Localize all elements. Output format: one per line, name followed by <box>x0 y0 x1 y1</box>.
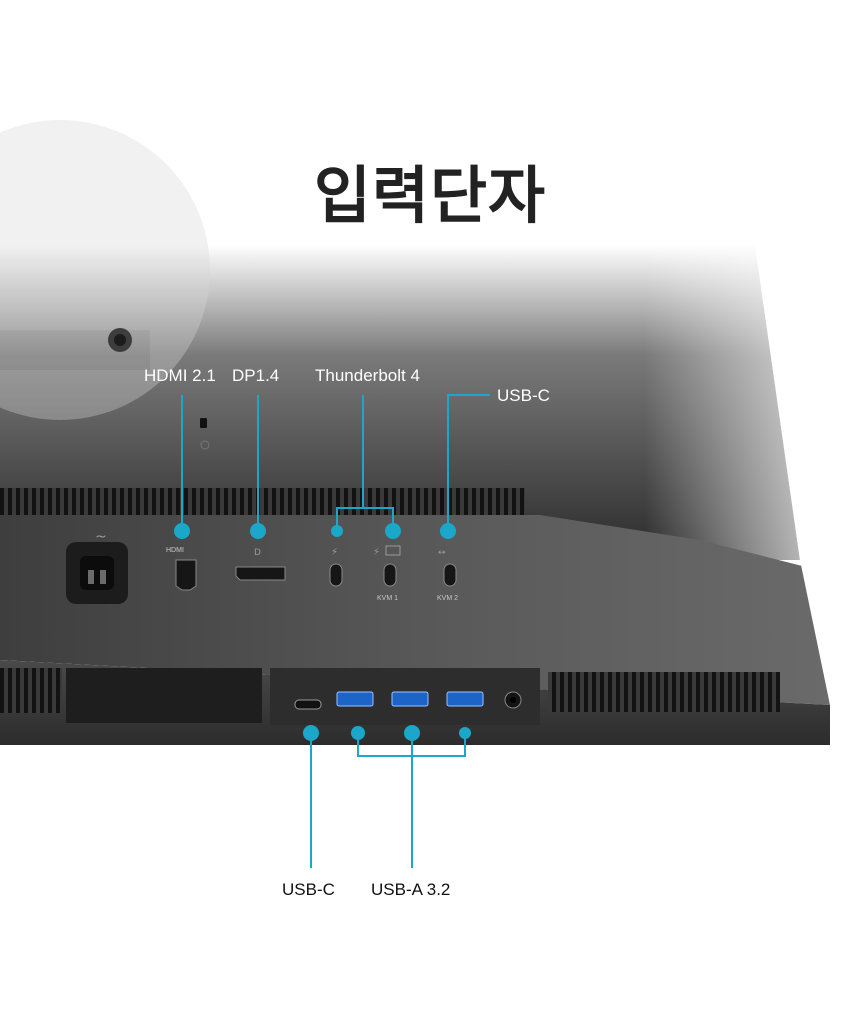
callout-dots <box>174 523 471 741</box>
label-dp: DP1.4 <box>232 366 280 385</box>
svg-text:⚡: ⚡ <box>331 547 338 558</box>
hdmi-mark: HDMI <box>166 547 184 554</box>
upper-vent <box>0 488 525 516</box>
label-thunderbolt: Thunderbolt 4 <box>315 366 420 385</box>
label-usb-a: USB-A 3.2 <box>371 880 451 899</box>
thunderbolt-port-2: ⚡ <box>373 545 401 587</box>
thunderbolt-port-1: ⚡ <box>329 547 343 587</box>
page-title: 입력단자 <box>313 159 547 232</box>
audio-jack <box>504 691 522 709</box>
kvm1-mark: KVM 1 <box>377 595 399 602</box>
power-inlet: ~ <box>66 529 128 604</box>
usb-a-port-1 <box>336 691 374 707</box>
usb-a-port-3 <box>446 691 484 707</box>
label-usb-c-top: USB-C <box>497 386 550 405</box>
port-panel <box>0 515 830 705</box>
usb-c-port-bottom <box>294 699 322 710</box>
svg-text:~: ~ <box>95 529 107 545</box>
kvm2-mark: KVM 2 <box>437 595 459 602</box>
label-hdmi: HDMI 2.1 <box>144 366 216 385</box>
hdmi-port <box>175 559 197 591</box>
displayport-port: D <box>235 548 286 581</box>
kensington-slot-icon <box>200 418 207 428</box>
usb-a-port-2 <box>391 691 429 707</box>
usb-c-port-top: ↔ <box>438 548 457 587</box>
lower-vent-left <box>0 668 62 713</box>
svg-text:⚡: ⚡ <box>373 547 380 558</box>
svg-text:↔: ↔ <box>438 548 446 558</box>
callout-lines <box>181 394 490 868</box>
svg-text:D: D <box>254 548 261 558</box>
lower-vent-right <box>548 672 780 712</box>
label-usb-c-bottom: USB-C <box>282 880 335 899</box>
stand-mount <box>0 120 210 420</box>
